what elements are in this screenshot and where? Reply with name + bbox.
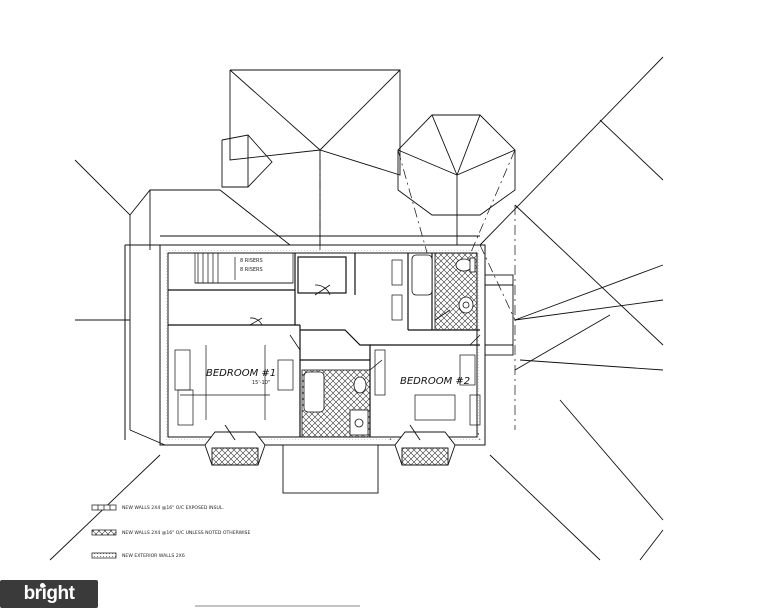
watermark-dot (40, 583, 45, 588)
bathroom-upper (411, 252, 478, 331)
legend-item-3: NEW EXTERIOR WALLS 2X6 (122, 553, 185, 559)
roof-lines (49, 56, 664, 561)
side-bumpout (484, 274, 514, 356)
doors (249, 284, 481, 371)
room-label-bedroom-2: BEDROOM #2 (400, 376, 470, 387)
bay-windows (204, 424, 456, 494)
dimension-bedroom-1: 15'-10" (252, 380, 270, 386)
legend-item-2: NEW WALLS 2X4 @16" O/C UNLESS NOTED OTHE… (122, 530, 250, 536)
furniture (174, 259, 481, 426)
stairs (194, 252, 294, 284)
stair-note-b: 8 RISERS (240, 267, 263, 273)
bathroom-lower (301, 369, 371, 438)
legend-item-1: NEW WALLS 2X4 @16" O/C EXPOSED INSUL. (122, 505, 224, 511)
watermark-text: bright (23, 583, 75, 604)
room-label-bedroom-1: BEDROOM #1 (206, 368, 276, 379)
stair-note-a: 8 RISERS (240, 258, 263, 264)
brand-watermark: bright (0, 580, 98, 608)
legend (91, 504, 117, 559)
